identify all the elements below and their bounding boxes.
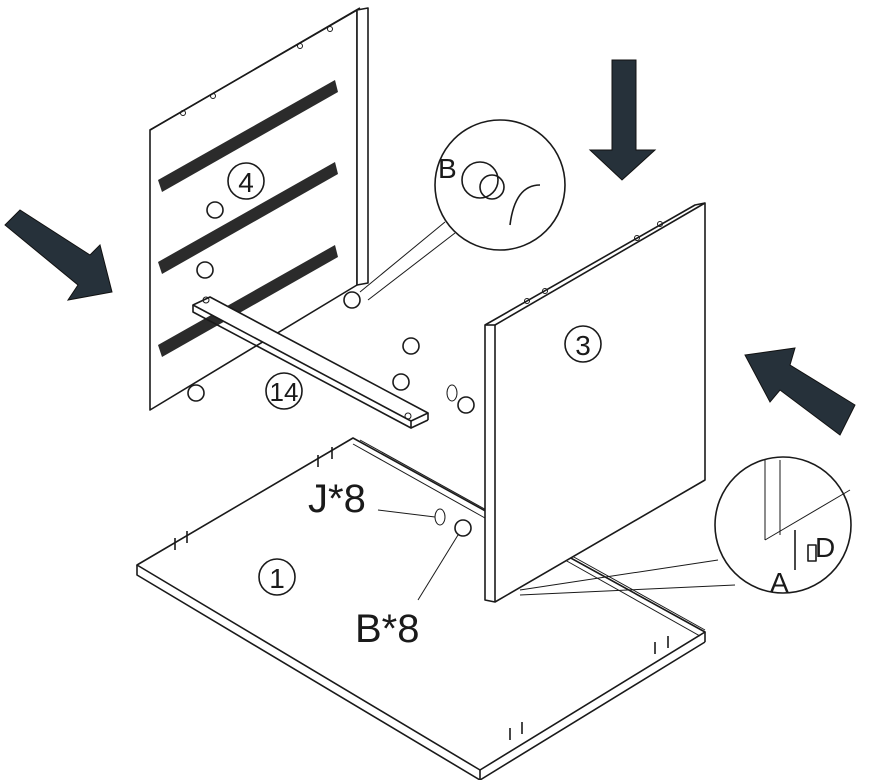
detail-a-label: A xyxy=(770,567,789,598)
part-callout-14: 14 xyxy=(265,372,303,410)
detail-d-label: D xyxy=(815,532,835,563)
detail-circle-ad: D A xyxy=(519,456,852,598)
left-side-panel xyxy=(149,7,369,411)
down-arrow-icon xyxy=(588,59,657,181)
cam-locks xyxy=(187,201,475,537)
svg-text:1: 1 xyxy=(269,563,285,594)
svg-text:4: 4 xyxy=(238,167,254,198)
bottom-panel xyxy=(136,437,706,780)
svg-text:3: 3 xyxy=(575,330,591,361)
part-callout-3: 3 xyxy=(564,325,602,363)
right-arrow-icon xyxy=(4,209,113,301)
back-rail xyxy=(192,296,429,429)
svg-text:14: 14 xyxy=(270,377,299,407)
part-callout-4: 4 xyxy=(227,162,265,200)
dowel-pins xyxy=(174,447,669,740)
detail-b-label: B xyxy=(438,153,457,184)
left-arrow-icon xyxy=(744,347,856,436)
j-count-label: J*8 xyxy=(308,477,366,521)
b-count-label: B*8 xyxy=(355,607,420,651)
drawer-rails xyxy=(158,80,338,357)
part-callout-1: 1 xyxy=(258,558,296,596)
right-side-panel xyxy=(484,202,706,603)
detail-circle-b: B xyxy=(359,119,566,301)
